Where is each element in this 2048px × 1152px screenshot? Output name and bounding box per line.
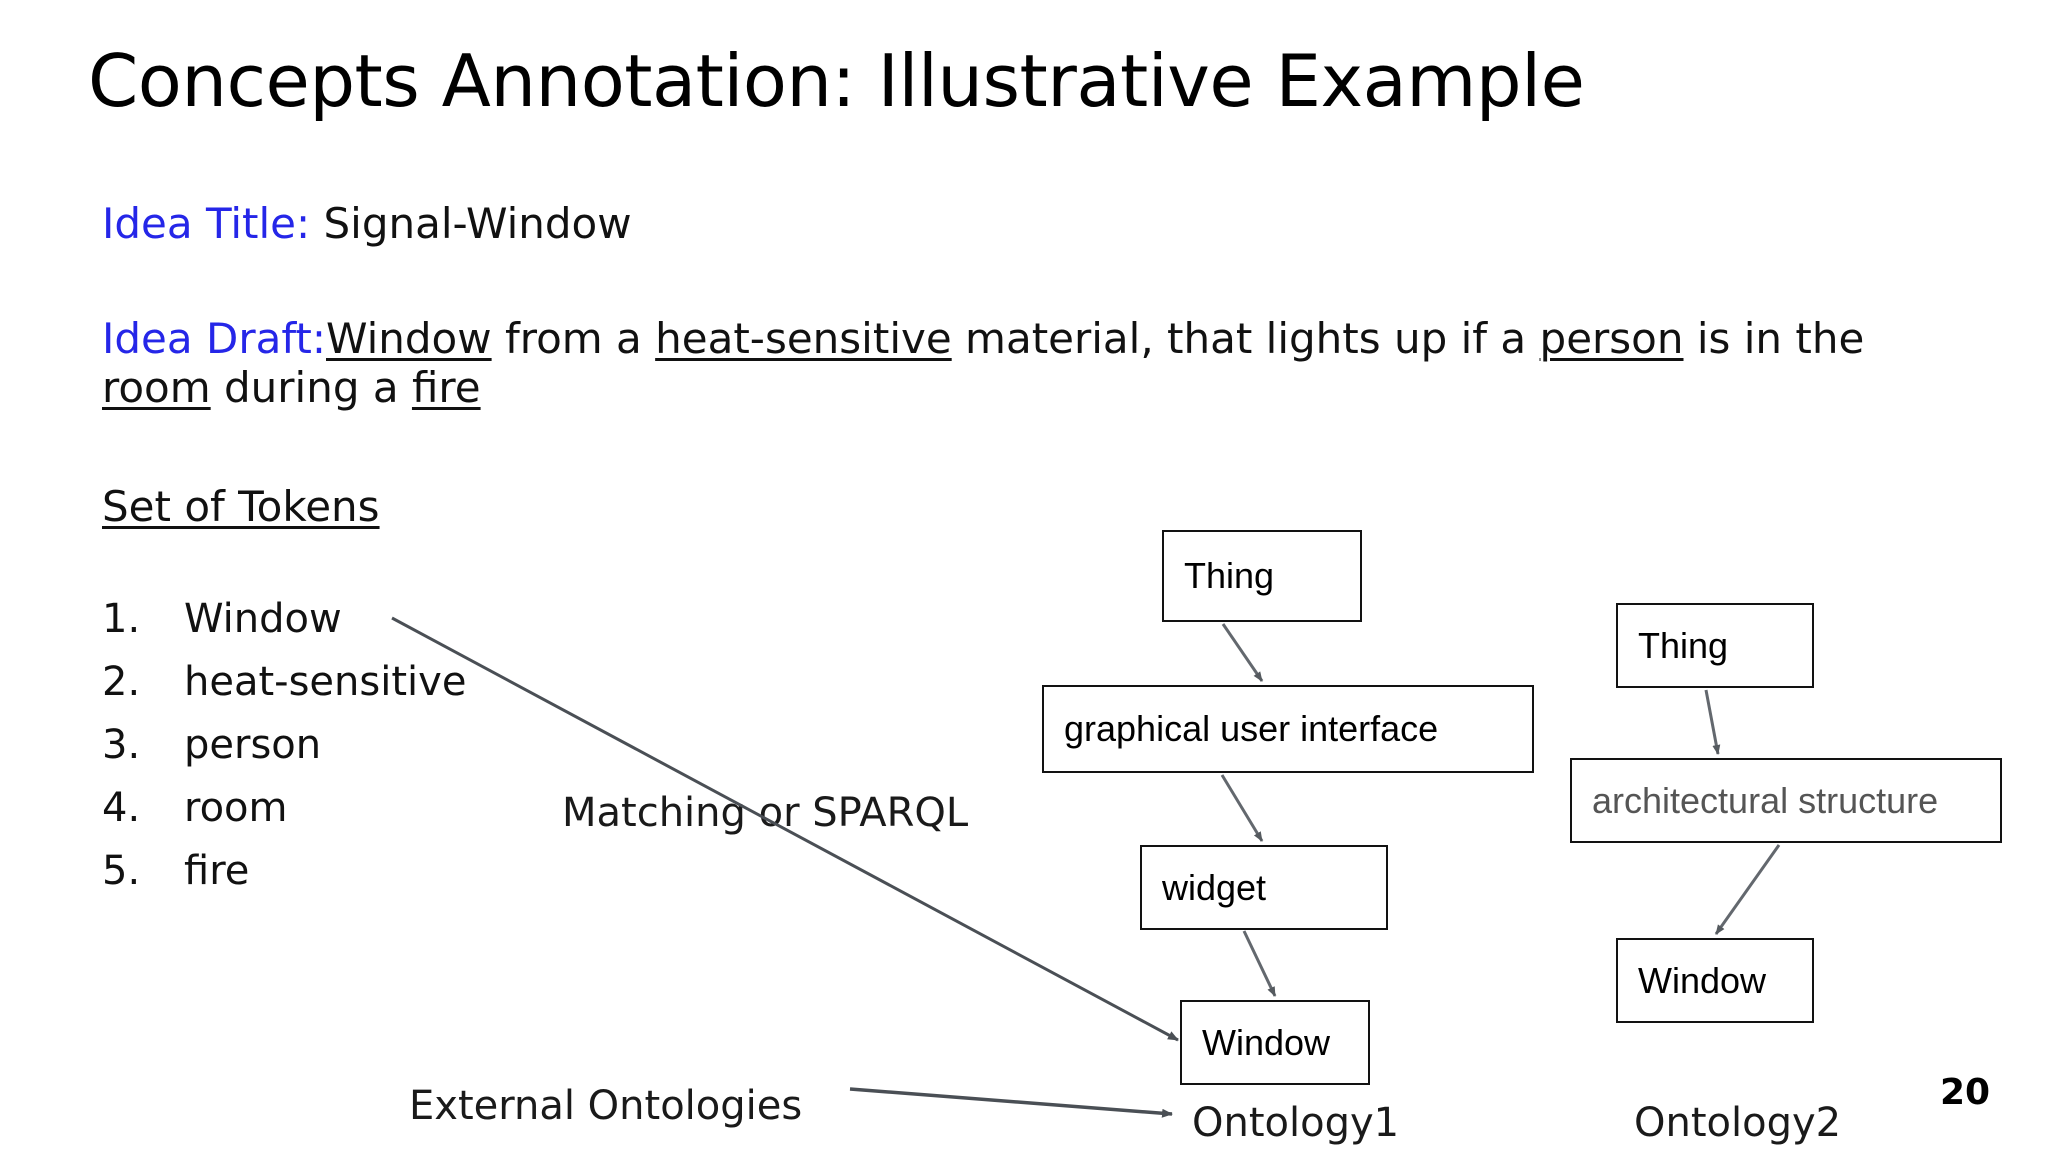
draft-text-3: is in the bbox=[1683, 314, 1865, 363]
page-number: 20 bbox=[1940, 1072, 1991, 1113]
ontology2-node-architectural-structure: architectural structure bbox=[1570, 758, 2002, 843]
ontology1-edge-gui-to-widget bbox=[1220, 774, 1264, 842]
idea-title-value: Signal-Window bbox=[323, 199, 632, 248]
ontology2-edge-thing-to-arch bbox=[1704, 689, 1721, 755]
draft-token-person: person bbox=[1539, 314, 1684, 363]
page-title: Concepts Annotation: Illustrative Exampl… bbox=[88, 39, 1585, 123]
list-item-label: room bbox=[184, 785, 288, 831]
ontology2-edge-arch-to-window bbox=[1714, 844, 1781, 935]
idea-title-line: Idea Title: Signal-Window bbox=[102, 199, 632, 249]
ontology1-caption: Ontology1 bbox=[1192, 1100, 1400, 1146]
idea-title-label: Idea Title: bbox=[102, 199, 311, 248]
set-of-tokens-heading: Set of Tokens bbox=[102, 482, 380, 531]
draft-token-heat-sensitive: heat-sensitive bbox=[655, 314, 952, 363]
list-item: 1. Window bbox=[102, 588, 466, 651]
idea-draft-line: Idea Draft:Window from a heat-sensitive … bbox=[102, 314, 1982, 412]
list-item-label: Window bbox=[184, 596, 342, 642]
list-item-number: 4. bbox=[102, 785, 141, 831]
token-list: 1. Window 2. heat-sensitive 3. person 4. roo… bbox=[102, 588, 466, 903]
external-ontologies-arrow bbox=[849, 1087, 1173, 1118]
draft-token-window: Window bbox=[326, 314, 492, 363]
list-item: 4. room bbox=[102, 777, 466, 840]
external-ontologies-label: External Ontologies bbox=[409, 1083, 803, 1129]
draft-text-2: material, that lights up if a bbox=[951, 314, 1540, 363]
matching-or-sparql-label: Matching or SPARQL bbox=[562, 790, 969, 836]
draft-text-1: from a bbox=[491, 314, 656, 363]
list-item-number: 5. bbox=[102, 848, 141, 894]
ontology2-caption: Ontology2 bbox=[1634, 1100, 1842, 1146]
ontology1-node-graphical-user-interface: graphical user interface bbox=[1042, 685, 1534, 773]
draft-text-4: during a bbox=[210, 362, 412, 412]
list-item: 5. fire bbox=[102, 840, 466, 903]
ontology1-edge-thing-to-gui bbox=[1221, 623, 1264, 682]
list-item-number: 2. bbox=[102, 659, 141, 705]
ontology1-node-thing: Thing bbox=[1162, 530, 1362, 622]
ontology2-node-window: Window bbox=[1616, 938, 1814, 1023]
draft-token-fire: fire bbox=[411, 362, 481, 412]
list-item-number: 1. bbox=[102, 596, 141, 642]
list-item: 2. heat-sensitive bbox=[102, 651, 466, 714]
draft-token-room: room bbox=[102, 362, 211, 412]
idea-draft-label: Idea Draft: bbox=[102, 314, 326, 363]
list-item: 3. person bbox=[102, 714, 466, 777]
ontology2-node-thing: Thing bbox=[1616, 603, 1814, 688]
list-item-label: person bbox=[184, 722, 322, 768]
ontology1-node-widget: widget bbox=[1140, 845, 1388, 930]
ontology1-edge-widget-to-window bbox=[1242, 930, 1277, 997]
ontology1-node-window: Window bbox=[1180, 1000, 1370, 1085]
list-item-label: heat-sensitive bbox=[184, 659, 467, 705]
list-item-label: fire bbox=[184, 848, 250, 894]
list-item-number: 3. bbox=[102, 722, 141, 768]
